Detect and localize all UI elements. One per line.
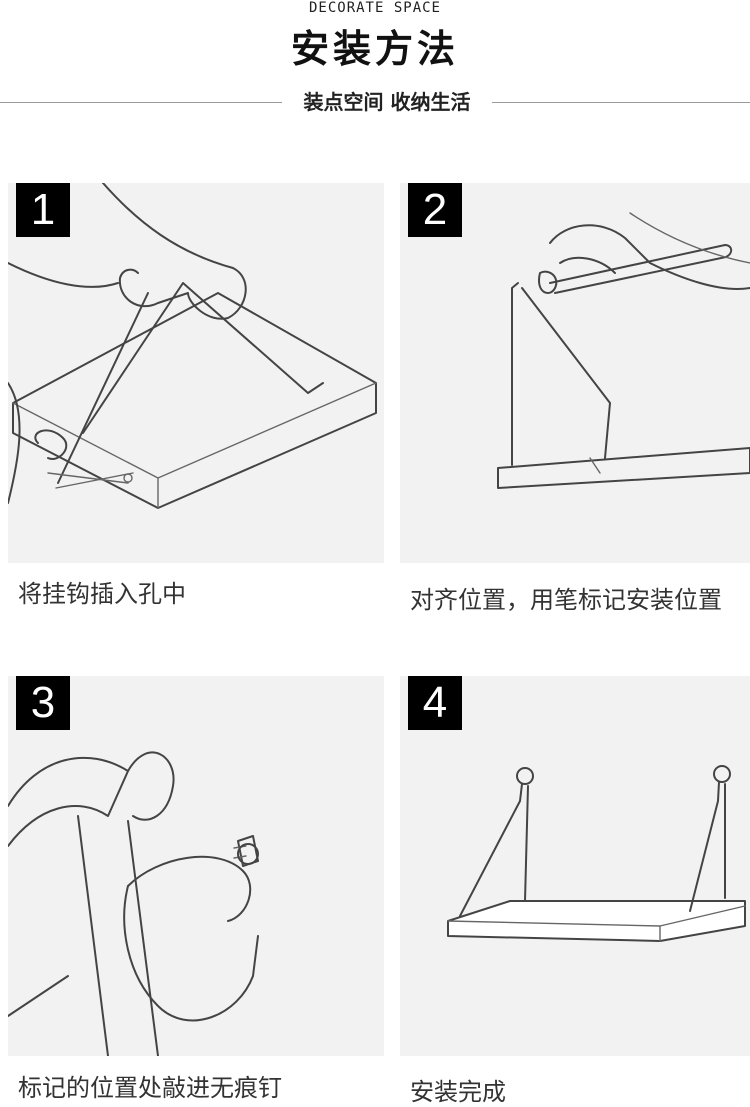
header-kicker: DECORATE SPACE xyxy=(308,0,441,16)
page-title: 安装方法 xyxy=(290,27,459,71)
nail-hammer-drawing xyxy=(8,751,259,1056)
step-number-badge: 1 xyxy=(16,183,70,237)
step-3-caption: 标记的位置处敲进无痕钉 xyxy=(18,1074,282,1102)
divider-right xyxy=(492,102,750,103)
page-subtitle: 装点空间 收纳生活 xyxy=(303,90,471,114)
divider-left xyxy=(0,102,282,103)
mark-position-drawing xyxy=(497,212,750,489)
hook-insert-drawing xyxy=(8,183,377,509)
step-2-caption: 对齐位置，用笔标记安装位置 xyxy=(410,586,722,614)
step-4-caption: 安装完成 xyxy=(410,1078,506,1106)
subtitle-row: 装点空间 收纳生活 xyxy=(0,86,750,116)
step-1-illustration: 1 xyxy=(8,183,384,563)
step-number-badge: 3 xyxy=(16,676,70,730)
step-number-badge: 4 xyxy=(408,676,462,730)
step-4-illustration: 4 xyxy=(400,676,750,1056)
step-2-illustration: 2 xyxy=(400,183,750,563)
step-1-caption: 将挂钩插入孔中 xyxy=(18,580,186,608)
step-number-badge: 2 xyxy=(408,183,462,237)
step-3-illustration: 3 xyxy=(8,676,384,1056)
finished-shelf-drawing xyxy=(447,765,746,942)
